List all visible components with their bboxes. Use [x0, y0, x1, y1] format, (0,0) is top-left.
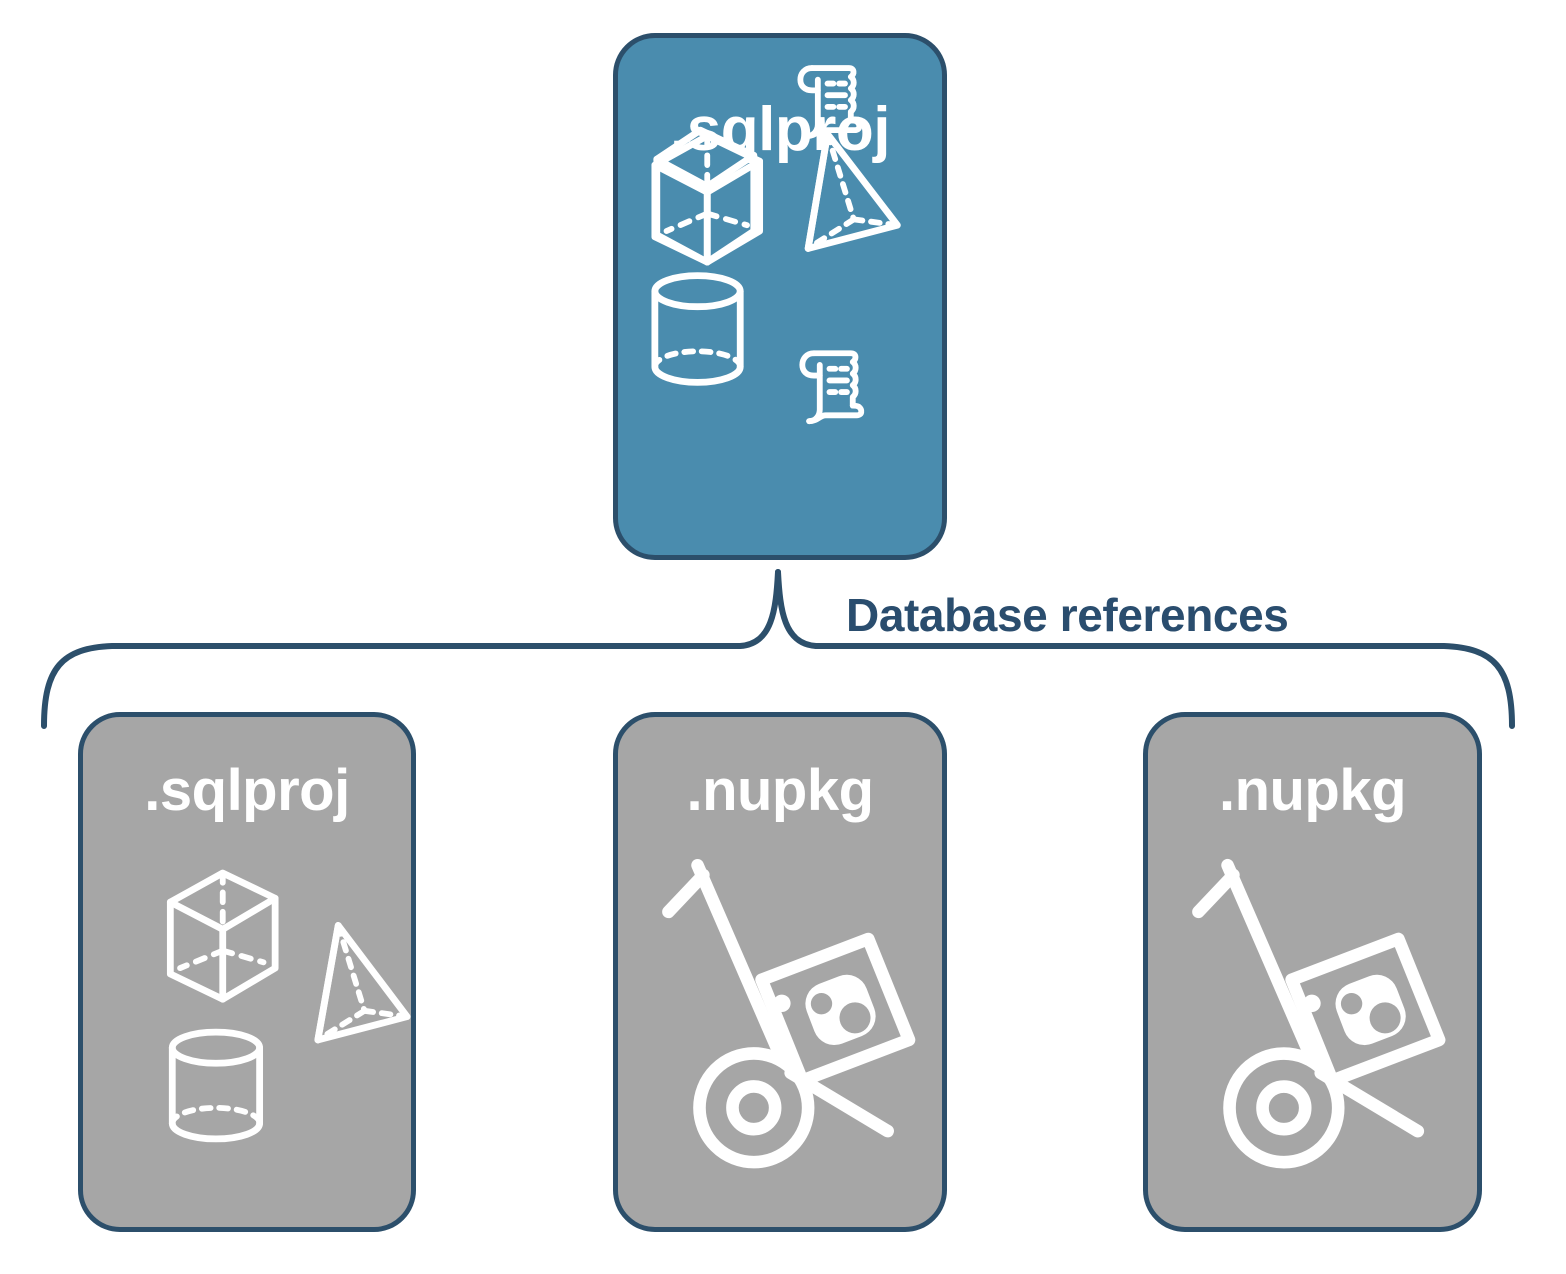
- brace-center-peak-right: [775, 569, 819, 649]
- nuget-package-icon: [755, 932, 916, 1087]
- node-child-sqlproj-label: .sqlproj: [144, 758, 350, 823]
- pyramid-wireframe-icon: [314, 922, 411, 1044]
- pyramid-hidden-edges-icon: [805, 131, 901, 252]
- node-root-icon-group: [651, 65, 901, 425]
- pyramid-hidden-edges-icon: [314, 922, 411, 1043]
- nuget-logo-holes-icon: [810, 993, 871, 1034]
- node-child-nupkg-2[interactable]: .nupkg: [1143, 712, 1482, 1232]
- node-root-sqlproj[interactable]: .sqlproj: [613, 33, 947, 560]
- script-scroll-icon: [797, 65, 863, 139]
- cube-outline-icon: [651, 132, 764, 266]
- pyramid-wireframe-icon: [804, 130, 901, 252]
- nuget-package-icon: [1285, 932, 1446, 1088]
- connector-label: Database references: [846, 589, 1289, 641]
- node-child-nupkg-2-label: .nupkg: [1218, 758, 1407, 823]
- node-child-nupkg-1-icon-group: [662, 858, 916, 1169]
- node-child-nupkg-1[interactable]: .nupkg: [613, 712, 947, 1232]
- nuget-logo-holes-icon: [1340, 993, 1401, 1034]
- node-child-sqlproj-icon-group: [166, 869, 411, 1143]
- cube-hidden-edges-icon: [177, 870, 267, 972]
- cylinder-hidden-edge-icon: [169, 1104, 263, 1127]
- brace-center-peak-left: [737, 569, 781, 649]
- cylinder-wireframe-icon: [168, 1028, 264, 1143]
- node-child-sqlproj[interactable]: .sqlproj: [78, 712, 416, 1232]
- script-scroll-icon: [799, 350, 865, 425]
- cylinder-wireframe-icon: [651, 272, 744, 386]
- node-child-nupkg-2-icon-group: [1192, 858, 1446, 1169]
- node-child-nupkg-1-label: .nupkg: [686, 758, 874, 823]
- brace-right-hook: [813, 643, 1515, 729]
- brace-left-hook: [41, 643, 743, 729]
- cylinder-hidden-edge-icon: [651, 348, 744, 370]
